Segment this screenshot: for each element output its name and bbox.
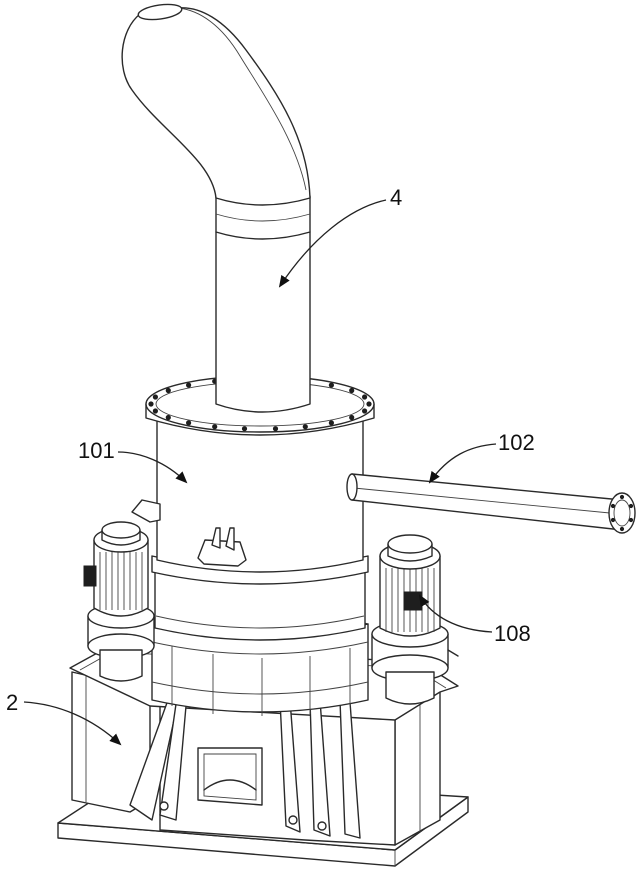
flange-bolt [328,420,334,426]
label-outlet-pipe: 4 [390,185,402,210]
flange-bolt [328,382,334,388]
flange-bolt [366,401,372,407]
flange-bolt [186,420,192,426]
flange-bolt [186,382,192,388]
flange-bolt [165,387,171,394]
label-motor: 108 [494,621,531,646]
flange-bolt [241,426,248,432]
flange-bolt [362,408,368,414]
flange-bolt [148,401,154,407]
flange-bolt [349,387,355,394]
label-side-pipe: 102 [498,430,535,455]
label-cylinder-body: 101 [78,438,115,463]
flange-bolt [349,414,355,421]
side-pipe [346,473,636,534]
left-motor [83,521,155,682]
flange-bolt [302,424,308,430]
flange-bolt [165,414,171,421]
label-base: 2 [6,690,18,715]
outlet-pipe [121,3,311,413]
cylinder-body [131,417,364,573]
flange-bolt [152,394,158,400]
flange-bolt [212,424,218,430]
flange-bolt [272,426,279,432]
left-motor-fins [99,552,143,610]
flange-bolt [152,408,158,414]
flange-bolt [362,394,368,400]
callout-leaders [23,199,497,746]
